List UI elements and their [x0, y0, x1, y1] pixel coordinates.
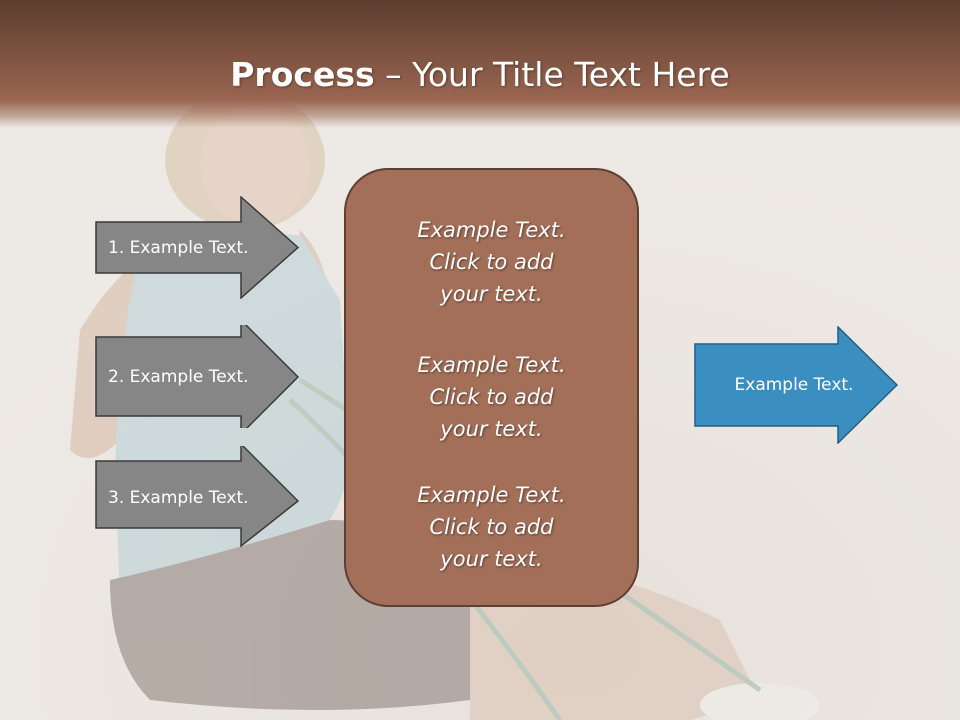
arrow-result[interactable]: Example Text. [694, 326, 899, 444]
center-text-box[interactable]: Example Text. Click to add your text. Ex… [344, 168, 639, 607]
text-block-2-line2: Click to add [429, 385, 554, 409]
arrow-1-label: 1. Example Text. [108, 237, 249, 258]
arrow-2-label: 2. Example Text. [108, 366, 249, 387]
text-block-3-line1: Example Text. [417, 483, 566, 507]
arrow-2-shape [95, 325, 300, 428]
text-block-2-line3: your text. [440, 417, 543, 441]
text-block-3-line2: Click to add [429, 515, 554, 539]
arrow-step-3[interactable]: 3. Example Text. [95, 446, 300, 549]
text-block-1-line1: Example Text. [417, 218, 566, 242]
text-block-2: Example Text. Click to add your text. [346, 349, 637, 445]
arrow-3-shape [95, 446, 300, 548]
text-block-1: Example Text. Click to add your text. [346, 214, 637, 310]
arrow-result-shape [694, 326, 899, 444]
text-block-2-line1: Example Text. [417, 353, 566, 377]
slide-title: Process – Your Title Text Here [0, 52, 960, 98]
arrow-3-label: 3. Example Text. [108, 487, 249, 508]
arrow-step-1[interactable]: 1. Example Text. [95, 196, 300, 299]
title-rest: – Your Title Text Here [374, 55, 730, 94]
text-block-1-line2: Click to add [429, 250, 554, 274]
arrow-result-label: Example Text. [734, 375, 854, 395]
title-bold: Process [230, 55, 375, 94]
header-band [0, 0, 960, 128]
text-block-1-line3: your text. [440, 282, 543, 306]
arrow-step-2[interactable]: 2. Example Text. [95, 325, 300, 428]
arrow-1-shape [95, 196, 300, 299]
text-block-3: Example Text. Click to add your text. [346, 479, 637, 575]
text-block-3-line3: your text. [440, 547, 543, 571]
